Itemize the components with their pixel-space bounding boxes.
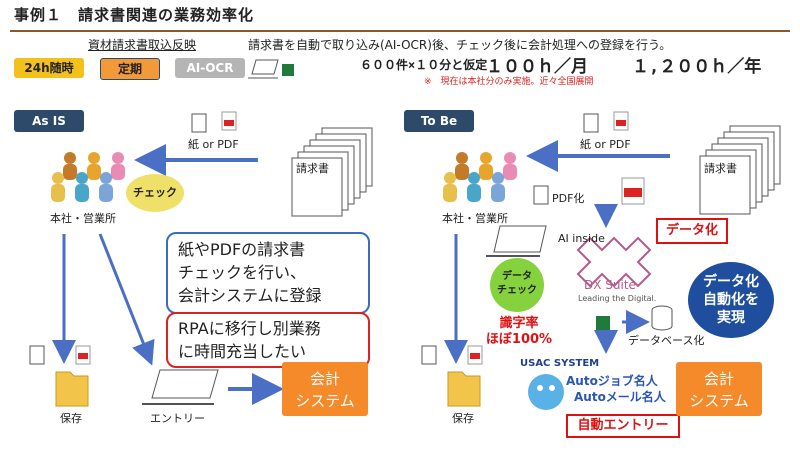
accuracy-line2: ほぼ100% — [485, 332, 553, 347]
asis-invoice-label: 請求書 — [296, 162, 329, 175]
asis-badge: As IS — [14, 110, 84, 132]
tobe-save-label: 保存 — [452, 412, 474, 425]
automation-line3: 実現 — [717, 310, 745, 326]
tobe-invoice-label: 請求書 — [704, 162, 737, 175]
invoice-stack-icon — [291, 127, 373, 217]
pdf-conv-label: PDF化 — [552, 192, 585, 205]
paper-icon-pdfconv — [533, 185, 549, 205]
hours-year: １,２００ｈ／年 — [632, 57, 762, 77]
calc-text: ６００件×１０分と仮定 — [360, 58, 488, 72]
asis-paper-pdf-label: 紙 or PDF — [188, 138, 239, 151]
usac-mascot-icon — [528, 374, 564, 410]
data-check-line1: データ — [502, 271, 532, 282]
data-check-line2: チェック — [497, 285, 537, 296]
staff-group-icon-tobe — [443, 152, 517, 202]
accuracy-text: 識字率 ほぼ100% — [484, 316, 554, 348]
auto-mail-text: Autoメール名人 — [574, 390, 666, 404]
tobe-paper-pdf-label: 紙 or PDF — [580, 138, 631, 151]
asis-desc-line2: チェックを行い、 — [178, 263, 307, 282]
asis-description-box: 紙やPDFの請求書 チェックを行い、 会計システムに登録 — [166, 232, 370, 314]
asis-entry-label: エントリー — [150, 412, 205, 425]
automation-line1: データ化 — [703, 274, 759, 290]
paper-icon-tobe — [583, 113, 599, 133]
asis-acct-line1: 会計 — [309, 370, 340, 388]
auto-entry-label: 自動エントリー — [566, 414, 680, 438]
ai-inside-label: AI inside — [558, 232, 605, 245]
paper-icon — [191, 113, 207, 133]
laptop-icon — [248, 59, 279, 79]
tobe-badge: To Be — [404, 110, 474, 132]
dx-suite-logo — [576, 236, 652, 288]
asis-accounting-system: 会計 システム — [282, 362, 368, 416]
dx-suite-tagline: Leading the Digital. — [578, 294, 657, 303]
note-text: ※ 現在は本社分のみ実施。近々全国展開 — [424, 77, 594, 87]
staff-group-icon — [51, 152, 125, 202]
asis-goal-line2: に時間充当したい — [178, 342, 307, 361]
laptop-entry-icon — [142, 369, 219, 405]
asis-office-label: 本社・営業所 — [50, 212, 116, 225]
hours-month: １００ｈ／月 — [486, 57, 588, 77]
tobe-acct-line2: システム — [689, 392, 749, 410]
usac-logo-text: USAC SYSTEM — [520, 358, 600, 369]
data-conv-label: データ化 — [656, 218, 728, 244]
dx-suite-label: DX Suite — [584, 278, 636, 292]
title-underline — [10, 30, 790, 32]
excel-icon-tobe — [596, 316, 610, 330]
folder-icon — [55, 371, 89, 407]
description-text: 請求書を自動で取り込み(AI-OCR)後、チェック後に会計処理への登録を行う。 — [248, 38, 672, 52]
accuracy-line1: 識字率 — [499, 316, 539, 331]
paper-icon-save — [29, 345, 45, 365]
tag-teiki: 定期 — [100, 58, 160, 80]
laptop-check-icon — [486, 225, 547, 257]
asis-desc-line3: 会計システムに登録 — [178, 286, 322, 305]
asis-goal-line1: RPAに移行し別業務 — [178, 319, 321, 338]
subtitle-label: 資材請求書取込反映 — [88, 38, 197, 52]
folder-icon-tobe — [447, 371, 481, 407]
check-badge: チェック — [126, 174, 184, 212]
database-label: データベース化 — [628, 334, 705, 347]
paper-icon-save-tobe — [421, 345, 437, 365]
tobe-accounting-system: 会計 システム — [676, 362, 762, 416]
tag-24h: 24h随時 — [14, 58, 84, 78]
asis-goal-box: RPAに移行し別業務 に時間充当したい — [166, 312, 370, 368]
automation-circle: データ化 自動化を 実現 — [688, 262, 774, 338]
invoice-stack-icon-tobe — [699, 125, 781, 215]
asis-save-label: 保存 — [60, 412, 82, 425]
database-icon — [651, 305, 673, 331]
excel-icon — [282, 64, 294, 76]
asis-arrow-entry — [98, 233, 155, 366]
tobe-acct-line1: 会計 — [703, 370, 734, 388]
tag-aiocr: AI-OCR — [175, 58, 245, 78]
auto-job-text: Autoジョブ名人 — [566, 374, 658, 388]
data-check-circle: データ チェック — [490, 258, 544, 312]
asis-acct-line2: システム — [295, 392, 355, 410]
page-title: 事例１ 請求書関連の業務効率化 — [14, 6, 255, 24]
tobe-office-label: 本社・営業所 — [442, 212, 508, 225]
automation-line2: 自動化を — [703, 292, 759, 308]
asis-desc-line1: 紙やPDFの請求書 — [178, 240, 306, 259]
